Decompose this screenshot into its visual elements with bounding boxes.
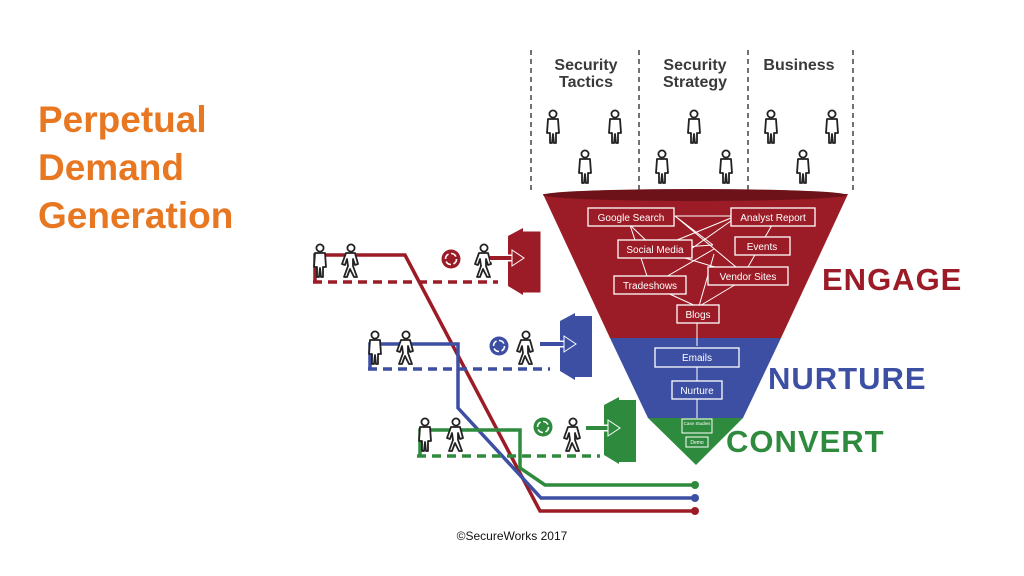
line-endpoints [691, 481, 699, 515]
box-label: Nurture [680, 386, 714, 397]
box-label: Vendor Sites [720, 272, 777, 283]
title-line-2: Demand [38, 147, 184, 188]
box-label: Google Search [598, 213, 665, 224]
endpoint-dot [691, 494, 699, 502]
box-label: Social Media [626, 245, 684, 256]
funnel [543, 189, 848, 465]
box-label: Events [747, 242, 778, 253]
box-label: Analyst Report [740, 213, 806, 224]
walker-icon [396, 330, 414, 365]
stage-label-nurture: NURTURE [768, 361, 927, 396]
stage-label-engage: ENGAGE [822, 262, 963, 297]
person-icon [608, 109, 622, 144]
recycle-icon [489, 336, 509, 356]
person-icon [687, 109, 701, 144]
funnel-rim [543, 189, 847, 201]
walker-icon [474, 243, 492, 278]
box-emails: Emails [654, 347, 740, 368]
copyright-text: ©SecureWorks 2017 [456, 529, 568, 543]
person-icon [764, 109, 778, 144]
recycle-icon [533, 417, 553, 437]
walker-icon [341, 243, 359, 278]
box-label: Case Studies [684, 421, 712, 426]
walker-icon [563, 417, 581, 452]
audience-people [546, 109, 839, 184]
box-demo: Demo [685, 436, 709, 448]
title-line-1: Perpetual [38, 99, 207, 140]
person-icon [825, 109, 839, 144]
column-header-security-strategy: Security Strategy [662, 57, 728, 91]
box-blogs: Blogs [676, 304, 720, 324]
engage-boxes: Google Search Analyst Report Social Medi… [587, 207, 816, 324]
person-icon [719, 149, 733, 184]
walker-icon [516, 330, 534, 365]
walker-icon [446, 417, 464, 452]
column-header-business: Business [763, 57, 835, 74]
box-events: Events [734, 236, 791, 256]
box-tradeshows: Tradeshows [613, 275, 687, 295]
box-label: Demo [690, 440, 704, 446]
exit-doors [490, 228, 636, 464]
box-label: Emails [682, 353, 712, 364]
exit-paths [313, 280, 600, 458]
nurture-boxes: Emails Nurture [654, 323, 740, 418]
box-analyst-report: Analyst Report [730, 207, 816, 227]
person-icon [546, 109, 560, 144]
person-icon [655, 149, 669, 184]
exit-door-icon [540, 313, 592, 380]
exit-door-icon [586, 397, 636, 464]
box-google-search: Google Search [587, 207, 675, 227]
title-line-3: Generation [38, 195, 234, 236]
box-nurture: Nurture [671, 380, 723, 400]
person-icon [796, 149, 810, 184]
convert-boxes: Case Studies Demo [681, 418, 713, 448]
diagram-title: Perpetual Demand Generation [38, 96, 298, 240]
box-case-studies: Case Studies [681, 418, 713, 434]
person-icon [578, 149, 592, 184]
funnel-engage-section [543, 194, 848, 338]
recycle-icons [441, 249, 553, 437]
box-label: Tradeshows [623, 281, 677, 292]
box-social-media: Social Media [617, 239, 693, 259]
recycle-icon [441, 249, 461, 269]
stage-label-convert: CONVERT [726, 424, 885, 459]
endpoint-dot [691, 481, 699, 489]
box-label: Blogs [685, 310, 710, 321]
endpoint-dot [691, 507, 699, 515]
column-header-security-tactics: Security Tactics [554, 57, 618, 91]
box-vendor-sites: Vendor Sites [707, 266, 789, 286]
exit-door-icon [490, 228, 542, 295]
